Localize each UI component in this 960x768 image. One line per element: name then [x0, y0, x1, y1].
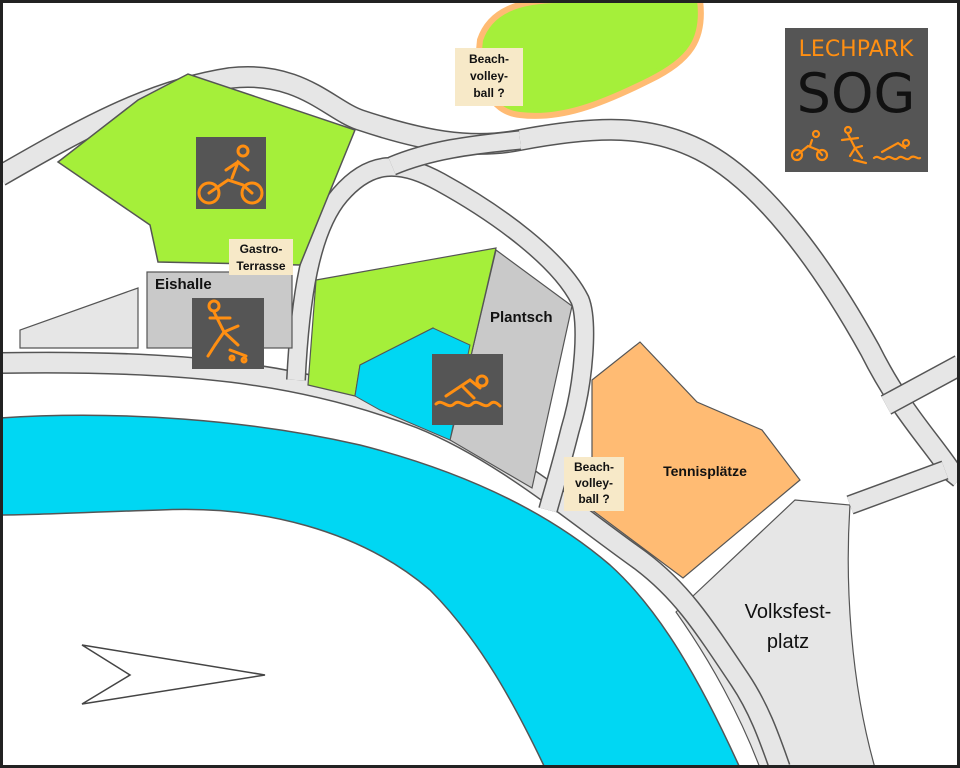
svg-text:volley-: volley- [575, 476, 613, 490]
label-plantsch: Plantsch [490, 309, 553, 326]
top-field-inner [485, 6, 693, 109]
cyclist-icon [196, 137, 266, 209]
volksfest-area [675, 499, 876, 768]
svg-text:ball ?: ball ? [473, 86, 504, 100]
north-arrow [81, 644, 266, 705]
svg-text:ball ?: ball ? [578, 492, 609, 506]
swimmer-icon [432, 354, 503, 425]
svg-text:Beach-: Beach- [574, 460, 614, 474]
river [0, 414, 741, 768]
svg-text:platz: platz [767, 631, 809, 653]
label-volksfest: Volksfest- platz [745, 601, 832, 653]
lechpark-logo: LECHPARK SOG [785, 28, 928, 172]
tennis-area [591, 341, 801, 579]
svg-text:Terrasse: Terrasse [236, 259, 285, 273]
label-beach-mid: Beach- volley- ball ? [564, 457, 624, 511]
label-beach-top: Beach- volley- ball ? [455, 48, 523, 106]
roads [0, 65, 960, 768]
svg-text:Gastro-: Gastro- [240, 242, 283, 256]
svg-text:volley-: volley- [470, 69, 508, 83]
svg-text:Volksfest-: Volksfest- [745, 601, 832, 623]
label-tennis: Tennisplätze [663, 463, 747, 479]
label-gastro-terrasse: Gastro- Terrasse [229, 239, 293, 275]
skater-icon [192, 298, 264, 369]
label-eishalle: Eishalle [155, 276, 212, 293]
logo-sog: SOG [797, 62, 916, 125]
small-gray-area [19, 287, 139, 349]
svg-text:Beach-: Beach- [469, 52, 509, 66]
logo-title: LECHPARK [799, 37, 914, 62]
